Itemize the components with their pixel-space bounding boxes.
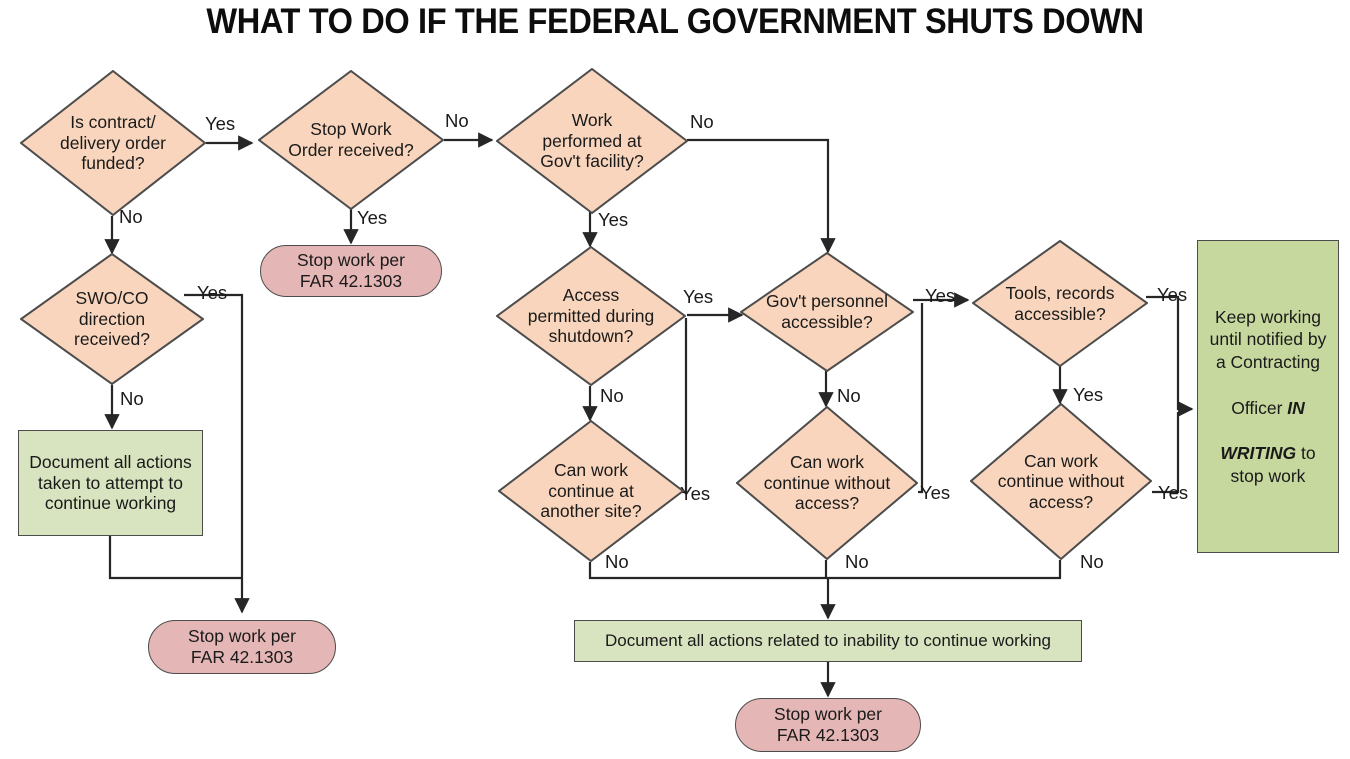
outcome-keep-working-line6: stop work [1230,465,1306,486]
edge-label-d9-no: No [845,551,869,572]
edge-label-d6-no: No [837,385,861,406]
decision-gov-personnel-accessible-label: Gov't personnel accessible? [765,291,889,332]
edge-label-d8-yes: Yes [680,483,711,504]
terminal-stop-work-far-left[interactable]: Stop work per FAR 42.1303 [148,620,336,674]
decision-work-continue-without-access-tools-label: Can work continue without access? [997,450,1125,512]
process-document-actions-attempt[interactable]: Document all actions taken to attempt to… [18,430,203,536]
outcome-to-text: to [1296,443,1316,463]
terminal-stop-work-far-top-label: Stop work per FAR 42.1303 [297,250,405,291]
page-title: WHAT TO DO IF THE FEDERAL GOVERNMENT SHU… [206,2,1144,41]
edge-label-d10-yes: Yes [1158,482,1189,503]
decision-work-continue-without-access-tools[interactable]: Can work continue without access? [970,403,1152,560]
edge-label-d3-no: No [690,111,714,132]
decision-access-permitted-during-shutdown[interactable]: Access permitted during shutdown? [496,246,686,386]
terminal-stop-work-far-bottom[interactable]: Stop work per FAR 42.1303 [735,698,921,752]
edge-label-d7-no: Yes [1073,384,1104,405]
outcome-keep-working-line5: WRITING to [1220,419,1315,465]
decision-work-at-gov-facility[interactable]: Work performed at Gov't facility? [496,68,688,214]
terminal-stop-work-far-bottom-label: Stop work per FAR 42.1303 [774,704,882,745]
process-document-actions-attempt-label: Document all actions taken to attempt to… [29,452,192,514]
terminal-stop-work-far-top[interactable]: Stop work per FAR 42.1303 [260,245,442,297]
edge-label-d8-no: No [605,551,629,572]
terminal-stop-work-far-left-label: Stop work per FAR 42.1303 [188,626,296,667]
decision-swo-co-direction-received[interactable]: SWO/CO direction received? [20,253,204,385]
decision-work-continue-another-site[interactable]: Can work continue at another site? [498,420,684,562]
outcome-emphasis-in: IN [1287,397,1305,418]
decision-work-continue-another-site-label: Can work continue at another site? [540,460,642,522]
edge-label-d9-yes: Yes [920,482,951,503]
process-document-inability-label: Document all actions related to inabilit… [604,630,1052,650]
outcome-keep-working-line1: Keep working [1214,306,1322,327]
decision-access-permitted-during-shutdown-label: Access permitted during shutdown? [527,285,655,347]
decision-work-continue-without-access-personnel-label: Can work continue without access? [763,452,891,514]
edge-label-d4-yes: Yes [197,282,228,303]
decision-swo-co-direction-received-label: SWO/CO direction received? [74,288,150,350]
edge-label-d5-yes: Yes [683,286,714,307]
decision-contract-funded-label: Is contract/ delivery order funded? [59,112,167,174]
decision-gov-personnel-accessible[interactable]: Gov't personnel accessible? [740,252,914,372]
edge-label-d6-yes: Yes [925,285,956,306]
decision-tools-records-accessible[interactable]: Tools, records accessible? [972,240,1148,367]
edge-label-d4-no: No [120,388,144,409]
outcome-emphasis-writing: WRITING [1220,443,1297,463]
decision-work-at-gov-facility-label: Work performed at Gov't facility? [540,110,644,172]
edge-label-d3-yes: Yes [598,209,629,230]
edge-label-d5-no: No [600,385,624,406]
edge-label-d1-yes: Yes [205,113,236,134]
outcome-officer-text: Officer [1231,397,1288,418]
outcome-keep-working[interactable]: Keep working until notified by a Contrac… [1197,240,1339,553]
edge-label-d7-yes: Yes [1157,284,1188,305]
edge-label-d10-no: No [1080,551,1104,572]
edge-label-d1-no: No [119,206,143,227]
decision-work-continue-without-access-personnel[interactable]: Can work continue without access? [736,406,918,560]
process-document-inability[interactable]: Document all actions related to inabilit… [574,620,1082,662]
outcome-keep-working-line3: a Contracting [1215,352,1321,372]
outcome-keep-working-line2: until notified by [1209,329,1327,350]
decision-stop-work-order-received[interactable]: Stop Work Order received? [258,70,444,210]
decision-contract-funded[interactable]: Is contract/ delivery order funded? [20,70,206,216]
decision-tools-records-accessible-label: Tools, records accessible? [1005,282,1115,324]
edge-label-d2-no: No [445,110,469,131]
outcome-keep-working-line4: Officer IN [1231,374,1305,420]
decision-stop-work-order-received-label: Stop Work Order received? [288,119,414,160]
edge-label-d2-yes: Yes [357,207,388,228]
